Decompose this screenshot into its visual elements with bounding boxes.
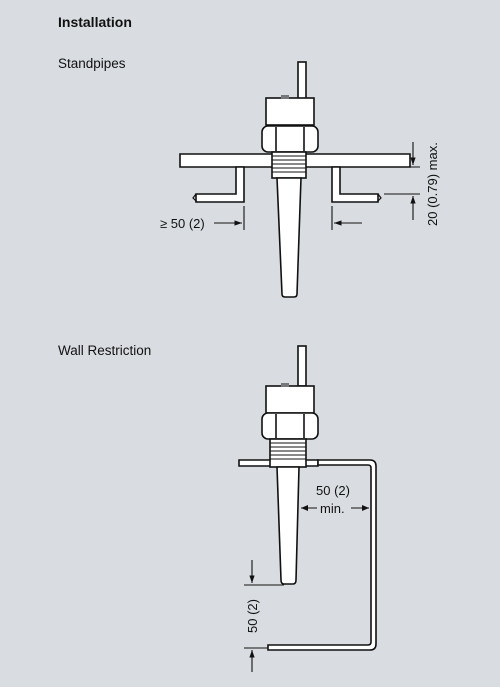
tank-wall — [267, 459, 377, 651]
standpipe-right-wall — [331, 166, 379, 203]
dim-label-bg — [317, 500, 351, 516]
standpipe-left-wall — [195, 166, 245, 203]
standpipes-dimensions — [214, 142, 420, 230]
probe-cable — [297, 345, 307, 387]
dim-wall-clearance: 50 (2) — [316, 483, 350, 498]
section-title-standpipes: Standpipes — [58, 56, 126, 71]
dim-bottom-clearance: 50 (2) — [245, 599, 260, 633]
dim-standpipe-gap: ≥ 50 (2) — [160, 216, 205, 231]
thread-lines — [272, 155, 306, 173]
wall-restriction-diagram — [238, 345, 377, 651]
dim-arrow-right — [362, 505, 369, 511]
section-title-wall-restriction: Wall Restriction — [58, 343, 152, 358]
probe-rod — [276, 466, 300, 585]
hex-nut — [261, 125, 319, 153]
probe-housing — [265, 385, 315, 414]
dim-thread-max: 20 (0.79) max. — [425, 142, 440, 226]
hex-nut — [261, 412, 319, 440]
standpipes-diagram — [179, 61, 411, 298]
dim-arrow-left — [301, 505, 308, 511]
probe-rod — [276, 177, 302, 298]
probe-cable — [297, 61, 307, 101]
page-title: Installation — [58, 14, 132, 30]
probe-housing — [265, 97, 315, 126]
thread-lines — [270, 442, 306, 460]
dim-wall-min: min. — [320, 501, 345, 516]
